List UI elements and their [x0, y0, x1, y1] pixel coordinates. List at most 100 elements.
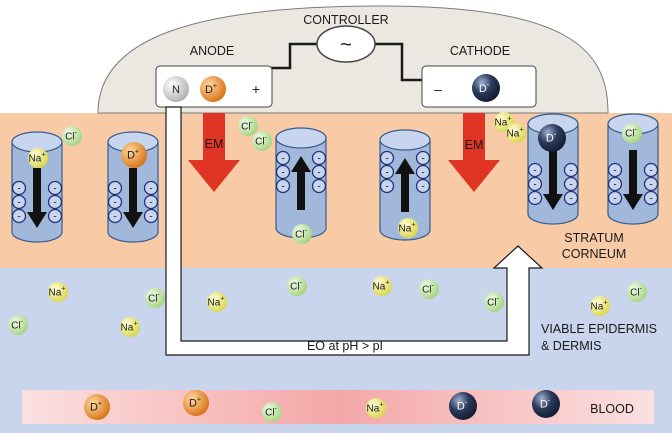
pore-group: ------------------------------------: [11, 113, 659, 243]
pore-charge: -: [107, 180, 123, 196]
svg-text:Na+: Na+: [373, 280, 390, 293]
pore-charge: -: [379, 164, 395, 180]
svg-text:-: -: [113, 212, 116, 223]
chloride-ion: Cl-: [238, 116, 258, 136]
pore-charge: -: [11, 208, 27, 224]
pore-charge: -: [143, 194, 159, 210]
svg-text:Cl-: Cl-: [630, 286, 642, 299]
ion-group: Cl-Cl-Cl-Na+D+Cl-Na+Na+Na+D-Cl-Na+Cl-Na+…: [8, 112, 647, 422]
dermis-label: & DERMIS: [541, 339, 601, 353]
em-label-anode: EM: [205, 137, 224, 151]
svg-text:Cl-: Cl-: [148, 292, 160, 305]
svg-text:Cl-: Cl-: [241, 120, 253, 133]
svg-text:-: -: [613, 180, 616, 191]
pore-charge: -: [643, 190, 659, 206]
pore-flow-arrow: [395, 158, 415, 212]
pore-charge: -: [643, 162, 659, 178]
sodium-ion: Na+: [366, 398, 386, 418]
svg-text:-: -: [421, 154, 424, 165]
sodium-ion: Na+: [28, 148, 48, 168]
svg-text:D-: D-: [457, 400, 468, 413]
pore-flow-arrow: [623, 150, 643, 210]
svg-text:Cl-: Cl-: [295, 228, 307, 241]
chloride-ion: Cl-: [419, 279, 439, 299]
pore-charge: -: [311, 178, 327, 194]
pore-charge: -: [527, 162, 543, 178]
svg-text:-: -: [317, 182, 320, 193]
pore-charge: -: [107, 194, 123, 210]
skin-pore: ------: [11, 131, 63, 243]
svg-text:Cl-: Cl-: [422, 283, 434, 296]
em-arrow-cathode: [448, 113, 500, 192]
svg-text:Cl-: Cl-: [265, 406, 277, 419]
pore-charge: -: [563, 176, 579, 192]
svg-text:-: -: [281, 182, 284, 193]
svg-text:-: -: [649, 194, 652, 205]
pore-charge: -: [527, 176, 543, 192]
pore-charge: -: [275, 164, 291, 180]
em-label-cathode: EM: [465, 138, 484, 152]
svg-text:Na+: Na+: [49, 286, 66, 299]
pore-charge: -: [379, 178, 395, 194]
pore-charge: -: [415, 150, 431, 166]
svg-text:-: -: [649, 166, 652, 177]
sodium-ion: Na+: [48, 282, 68, 302]
svg-text:Cl-: Cl-: [11, 319, 23, 332]
pore-charge: -: [527, 190, 543, 206]
sodium-ion: Na+: [398, 218, 418, 238]
stratum-label: STRATUM: [564, 231, 624, 245]
svg-text:-: -: [317, 154, 320, 165]
neutral-ion: [163, 76, 189, 102]
pore-charge: -: [379, 150, 395, 166]
svg-text:-: -: [533, 166, 536, 177]
svg-text:-: -: [569, 194, 572, 205]
corneum-label: CORNEUM: [562, 247, 627, 261]
svg-text:Cl-: Cl-: [290, 280, 302, 293]
svg-text:-: -: [385, 182, 388, 193]
cathode-d-minus-ion: [472, 74, 500, 102]
svg-text:-: -: [53, 212, 56, 223]
svg-text:Na+: Na+: [367, 402, 384, 415]
svg-text:-: -: [17, 184, 20, 195]
pore-charge: -: [275, 178, 291, 194]
pore-charge: -: [311, 164, 327, 180]
pore-charge: -: [47, 180, 63, 196]
pore-charge: -: [311, 150, 327, 166]
pore-charge: -: [11, 180, 27, 196]
sodium-ion: Na+: [207, 292, 227, 312]
svg-text:-: -: [281, 168, 284, 179]
pore-charge: -: [107, 208, 123, 224]
chloride-ion: Cl-: [252, 131, 272, 151]
pore-flow-arrow: [27, 168, 47, 228]
cathode-label: CATHODE: [450, 44, 510, 58]
svg-text:-: -: [281, 154, 284, 165]
skin-pore: - - - - - -: [107, 131, 159, 243]
em-arrow-anode: [188, 113, 240, 192]
svg-text:-: -: [113, 198, 116, 209]
svg-text:-: -: [149, 184, 152, 195]
svg-text:-: -: [149, 212, 152, 223]
svg-text:-: -: [149, 198, 152, 209]
svg-text:D-: D-: [546, 132, 557, 145]
blood-label: BLOOD: [590, 402, 634, 416]
svg-text:-: -: [533, 180, 536, 191]
svg-text:-: -: [17, 212, 20, 223]
skin-pore: ------: [527, 113, 579, 225]
svg-text:D+: D+: [127, 149, 139, 162]
pore-charge: -: [415, 178, 431, 194]
chloride-ion: Cl-: [484, 292, 504, 312]
pore-flow-arrow: [543, 150, 563, 210]
anode-d-plus-label: D+: [205, 83, 217, 96]
svg-text:-: -: [317, 168, 320, 179]
pore-charge: -: [607, 162, 623, 178]
svg-text:-: -: [385, 168, 388, 179]
pore-charge: -: [643, 176, 659, 192]
chloride-ion: Cl-: [262, 402, 282, 422]
pore-charge: -: [11, 194, 27, 210]
chloride-ion: Cl-: [145, 288, 165, 308]
chloride-ion: Cl-: [627, 282, 647, 302]
svg-text:-: -: [113, 184, 116, 195]
sodium-ion: Na+: [120, 317, 140, 337]
chloride-ion: Cl-: [622, 123, 642, 143]
chloride-ion: Cl-: [8, 315, 28, 335]
